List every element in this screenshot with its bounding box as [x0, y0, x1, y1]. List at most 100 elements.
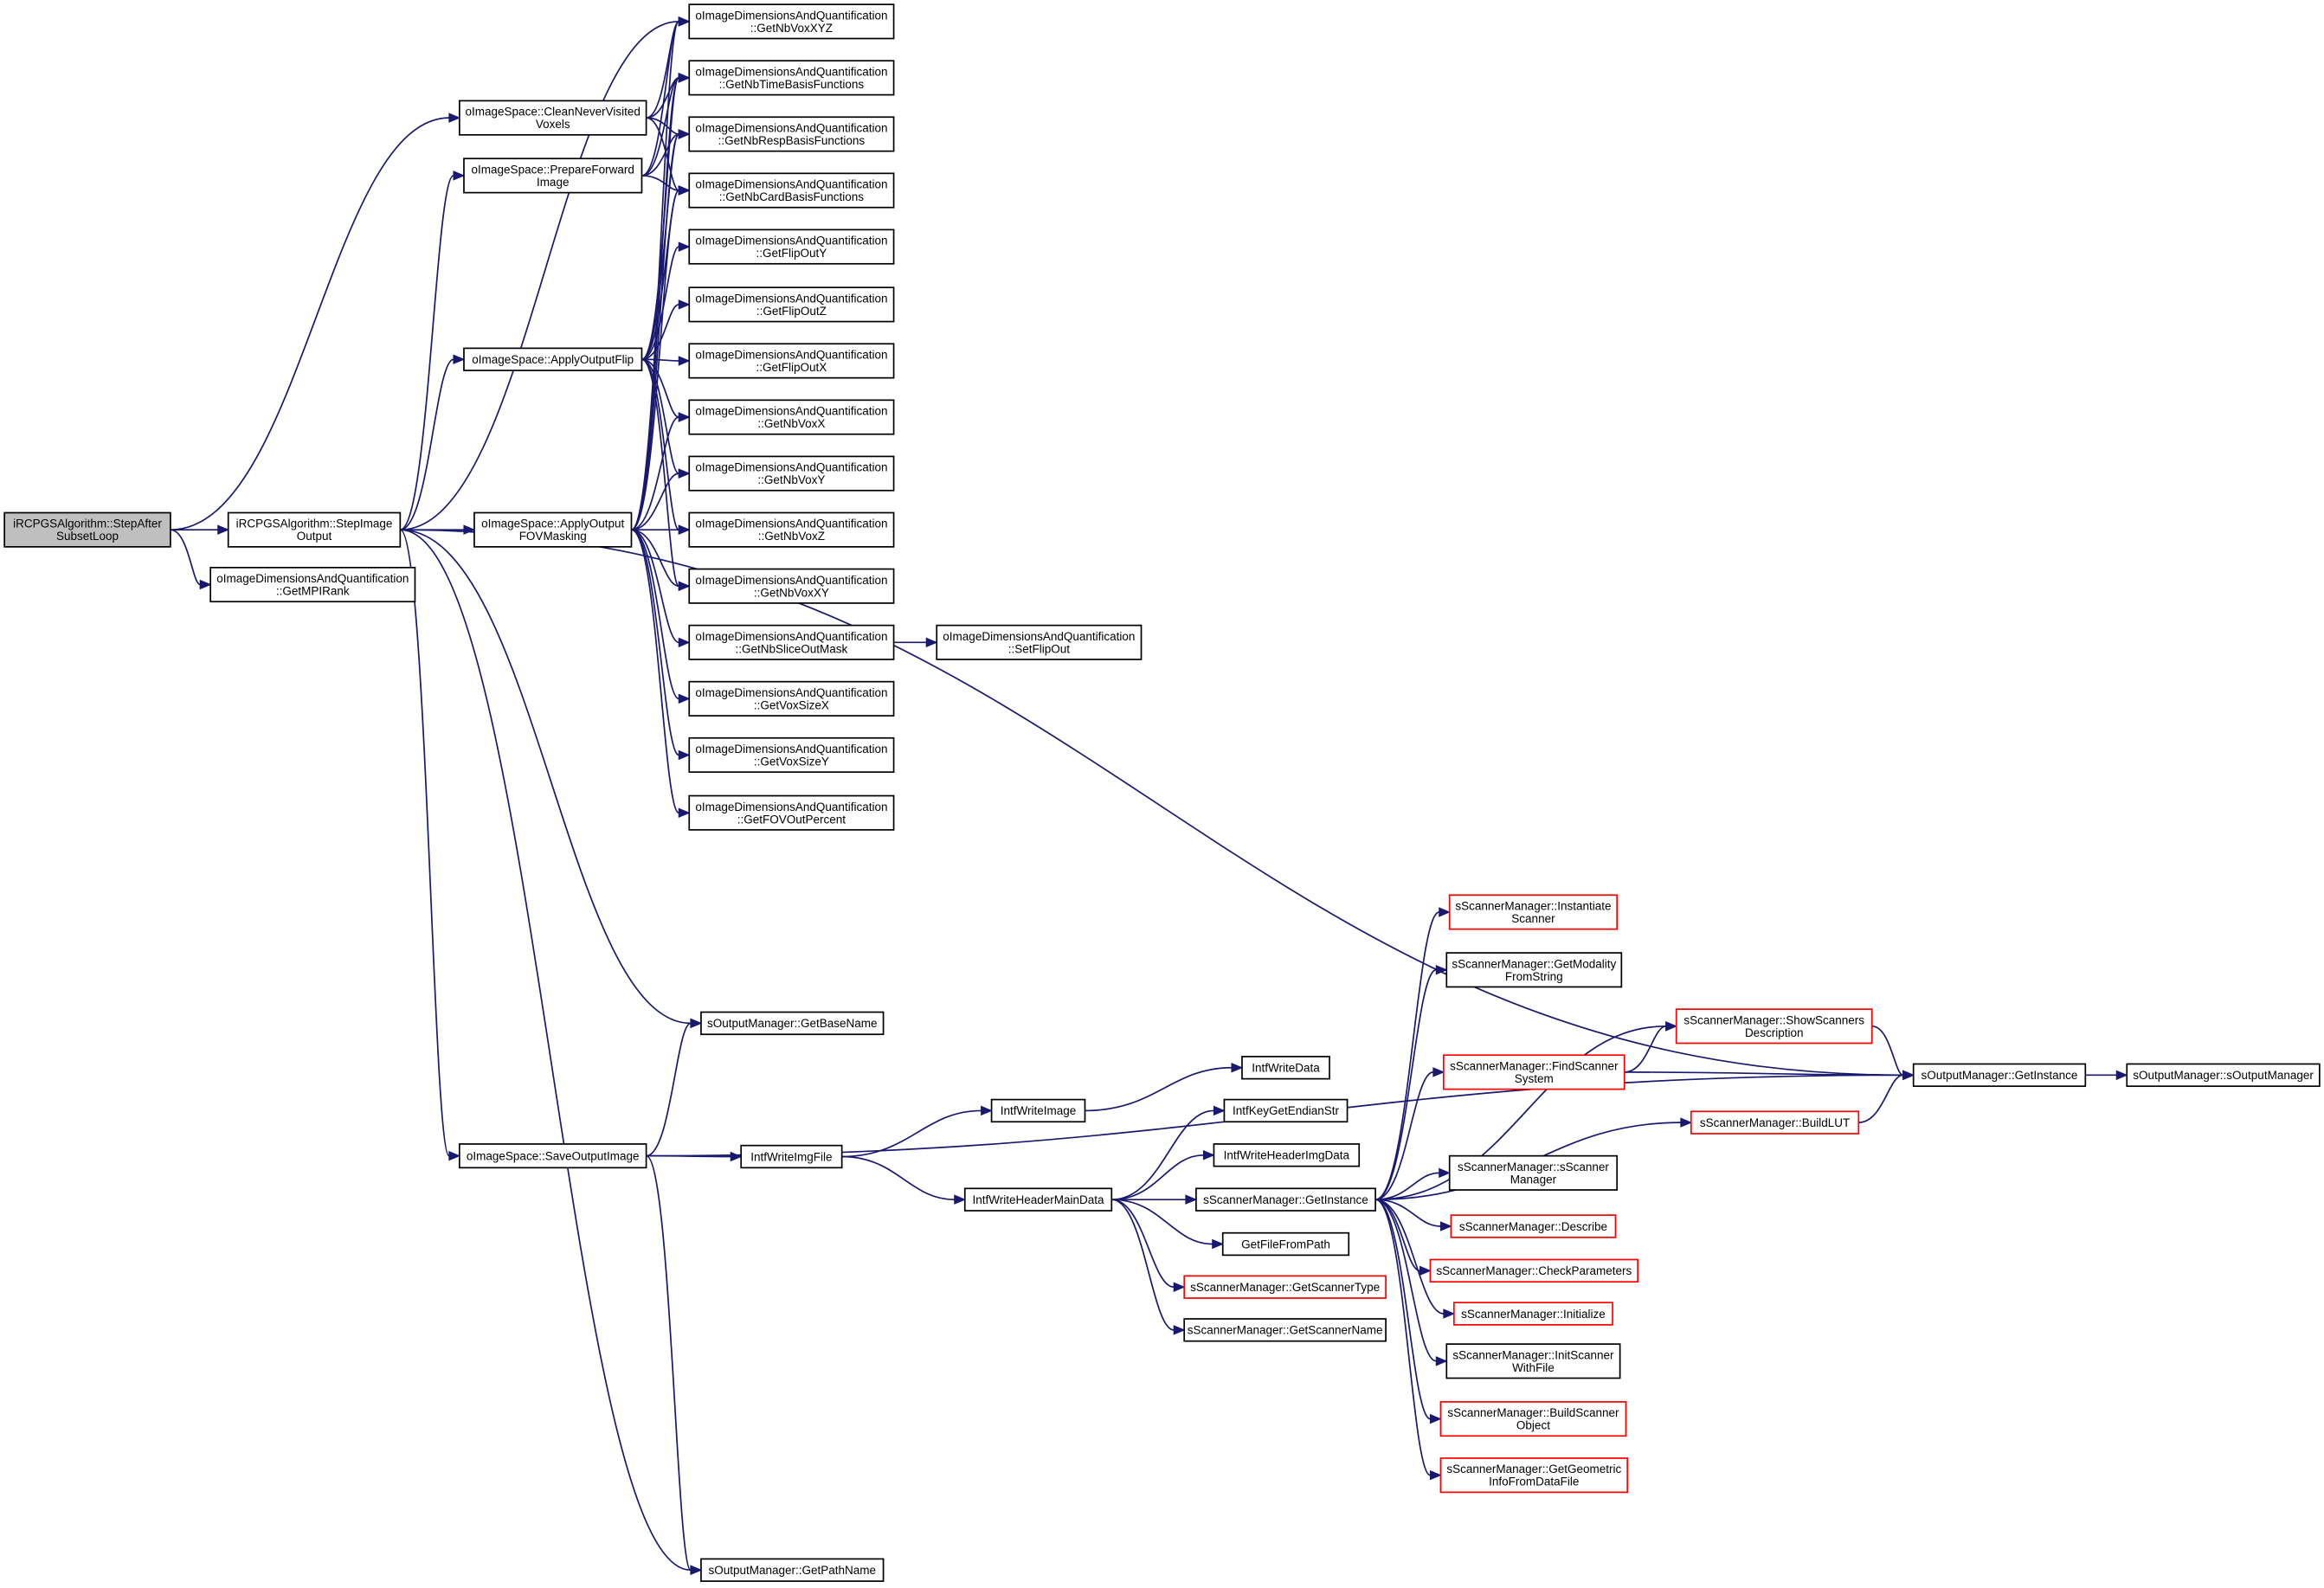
node-getNbVoxXY[interactable]: oImageDimensionsAndQuantification::GetNb… — [688, 568, 895, 604]
node-box[interactable] — [688, 794, 895, 831]
node-box[interactable] — [3, 511, 171, 548]
node-box[interactable] — [990, 1098, 1086, 1123]
node-intfWriteImage[interactable]: IntfWriteImage — [990, 1098, 1086, 1123]
node-box[interactable] — [1429, 1258, 1639, 1283]
node-box[interactable] — [1221, 1231, 1350, 1257]
node-box[interactable] — [1912, 1063, 2087, 1088]
node-box[interactable] — [688, 511, 895, 548]
node-box[interactable] — [688, 568, 895, 604]
node-getFileFromPath[interactable]: GetFileFromPath — [1221, 1231, 1350, 1257]
node-getFOVOutPercent[interactable]: oImageDimensionsAndQuantification::GetFO… — [688, 794, 895, 831]
node-box[interactable] — [1675, 1008, 1873, 1045]
node-box[interactable] — [688, 680, 895, 717]
node-initialize[interactable]: sScannerManager::Initialize — [1452, 1302, 1613, 1326]
node-box[interactable] — [458, 100, 647, 136]
node-box[interactable] — [1183, 1275, 1387, 1299]
node-box[interactable] — [463, 158, 643, 194]
node-getNbVoxZ[interactable]: oImageDimensionsAndQuantification::GetNb… — [688, 511, 895, 548]
node-getNbRespBasis[interactable]: oImageDimensionsAndQuantification::GetNb… — [688, 116, 895, 152]
node-saveOutputImage[interactable]: oImageSpace::SaveOutputImage — [458, 1143, 647, 1169]
node-box[interactable] — [227, 511, 402, 548]
node-getFlipOutZ[interactable]: oImageDimensionsAndQuantification::GetFl… — [688, 286, 895, 323]
node-outputGetInstance[interactable]: sOutputManager::GetInstance — [1912, 1063, 2087, 1088]
node-box[interactable] — [688, 736, 895, 773]
node-getFlipOutX[interactable]: oImageDimensionsAndQuantification::GetFl… — [688, 343, 895, 379]
node-box[interactable] — [1448, 894, 1619, 930]
node-intfWriteHeaderImgData[interactable]: IntfWriteHeaderImgData — [1213, 1143, 1361, 1167]
node-box[interactable] — [1450, 1214, 1617, 1238]
node-box[interactable] — [1439, 1457, 1629, 1494]
node-box[interactable] — [688, 3, 895, 40]
node-box[interactable] — [458, 1143, 647, 1169]
node-getMPIRank[interactable]: oImageDimensionsAndQuantification::GetMP… — [209, 566, 416, 603]
node-box[interactable] — [1223, 1098, 1349, 1123]
node-getScannerName[interactable]: sScannerManager::GetScannerName — [1183, 1318, 1387, 1342]
node-checkParameters[interactable]: sScannerManager::CheckParameters — [1429, 1258, 1639, 1283]
node-getNbVoxXYZ[interactable]: oImageDimensionsAndQuantification::GetNb… — [688, 3, 895, 40]
node-box[interactable] — [688, 624, 895, 660]
node-applyOutputFlip[interactable]: oImageSpace::ApplyOutputFlip — [463, 347, 643, 371]
node-getNbTimeBasis[interactable]: oImageDimensionsAndQuantification::GetNb… — [688, 60, 895, 96]
node-box[interactable] — [1445, 1343, 1621, 1379]
node-box[interactable] — [1183, 1318, 1387, 1342]
node-getPathName[interactable]: sOutputManager::GetPathName — [700, 1558, 885, 1582]
node-getGeometricInfo[interactable]: sScannerManager::GetGeometricInfoFromDat… — [1439, 1457, 1629, 1494]
node-box[interactable] — [688, 455, 895, 492]
node-getVoxSizeX[interactable]: oImageDimensionsAndQuantification::GetVo… — [688, 680, 895, 717]
node-intfWriteHeaderMainData[interactable]: IntfWriteHeaderMainData — [963, 1187, 1113, 1212]
node-intfWriteData[interactable]: IntfWriteData — [1241, 1056, 1330, 1080]
node-intfWriteImgFile[interactable]: IntfWriteImgFile — [740, 1144, 843, 1169]
node-box[interactable] — [1452, 1302, 1613, 1326]
node-describe[interactable]: sScannerManager::Describe — [1450, 1214, 1617, 1238]
node-box[interactable] — [688, 343, 895, 379]
node-box[interactable] — [1439, 1401, 1627, 1437]
node-box[interactable] — [1213, 1143, 1361, 1167]
node-buildLUT[interactable]: sScannerManager::BuildLUT — [1690, 1110, 1860, 1135]
node-box[interactable] — [963, 1187, 1113, 1212]
node-box[interactable] — [1690, 1110, 1860, 1135]
node-box[interactable] — [688, 228, 895, 265]
node-intfKeyGetEndianStr[interactable]: IntfKeyGetEndianStr — [1223, 1098, 1349, 1123]
node-getNbVoxX[interactable]: oImageDimensionsAndQuantification::GetNb… — [688, 399, 895, 435]
node-scannerGetInstance[interactable]: sScannerManager::GetInstance — [1195, 1187, 1376, 1212]
node-box[interactable] — [688, 60, 895, 96]
node-getBaseName[interactable]: sOutputManager::GetBaseName — [700, 1011, 885, 1036]
node-box[interactable] — [1443, 1054, 1626, 1090]
node-box[interactable] — [688, 399, 895, 435]
node-box[interactable] — [688, 286, 895, 323]
node-box[interactable] — [1195, 1187, 1376, 1212]
node-box[interactable] — [688, 116, 895, 152]
node-setFlipOut[interactable]: oImageDimensionsAndQuantification::SetFl… — [936, 624, 1143, 660]
node-getNbVoxY[interactable]: oImageDimensionsAndQuantification::GetNb… — [688, 455, 895, 492]
node-getVoxSizeY[interactable]: oImageDimensionsAndQuantification::GetVo… — [688, 736, 895, 773]
node-sScannerManagerCtor[interactable]: sScannerManager::sScannerManager — [1448, 1154, 1619, 1191]
node-box[interactable] — [463, 347, 643, 371]
node-box[interactable] — [936, 624, 1143, 660]
node-box[interactable] — [1448, 1154, 1619, 1191]
node-getNbSliceOutMask[interactable]: oImageDimensionsAndQuantification::GetNb… — [688, 624, 895, 660]
node-box[interactable] — [740, 1144, 843, 1169]
node-box[interactable] — [1445, 952, 1623, 988]
node-box[interactable] — [688, 172, 895, 209]
node-box[interactable] — [1241, 1056, 1330, 1080]
node-box[interactable] — [700, 1011, 885, 1036]
node-box[interactable] — [2126, 1063, 2321, 1088]
node-getNbCardBasis[interactable]: oImageDimensionsAndQuantification::GetNb… — [688, 172, 895, 209]
node-box[interactable] — [700, 1558, 885, 1582]
node-getFlipOutY[interactable]: oImageDimensionsAndQuantification::GetFl… — [688, 228, 895, 265]
node-sOutputManagerCtor[interactable]: sOutputManager::sOutputManager — [2126, 1063, 2321, 1088]
node-box[interactable] — [209, 566, 416, 603]
node-box[interactable] — [473, 511, 633, 548]
node-getScannerType[interactable]: sScannerManager::GetScannerType — [1183, 1275, 1387, 1299]
